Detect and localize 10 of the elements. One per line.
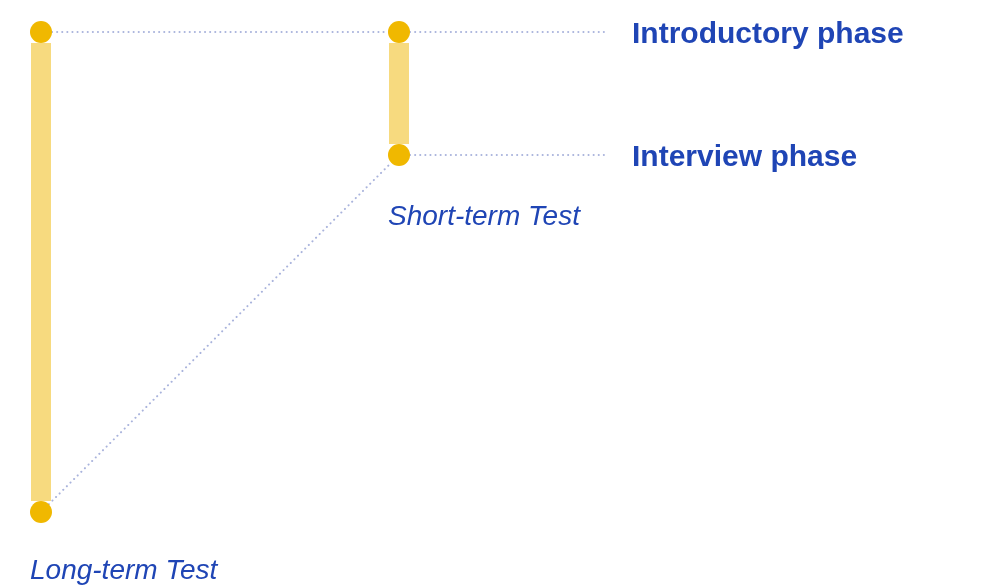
test-caption: Short-term Test [388, 200, 580, 232]
timeline-dot [30, 21, 52, 43]
timeline-dot [388, 21, 410, 43]
timeline-dot [30, 501, 52, 523]
phase-bar [389, 43, 409, 144]
test-caption: Long-term Test [30, 554, 218, 585]
phase-bar [31, 43, 51, 501]
phase-label: Introductory phase [604, 15, 904, 51]
phase-label: Interview phase [604, 138, 858, 174]
timeline-dot [388, 144, 410, 166]
